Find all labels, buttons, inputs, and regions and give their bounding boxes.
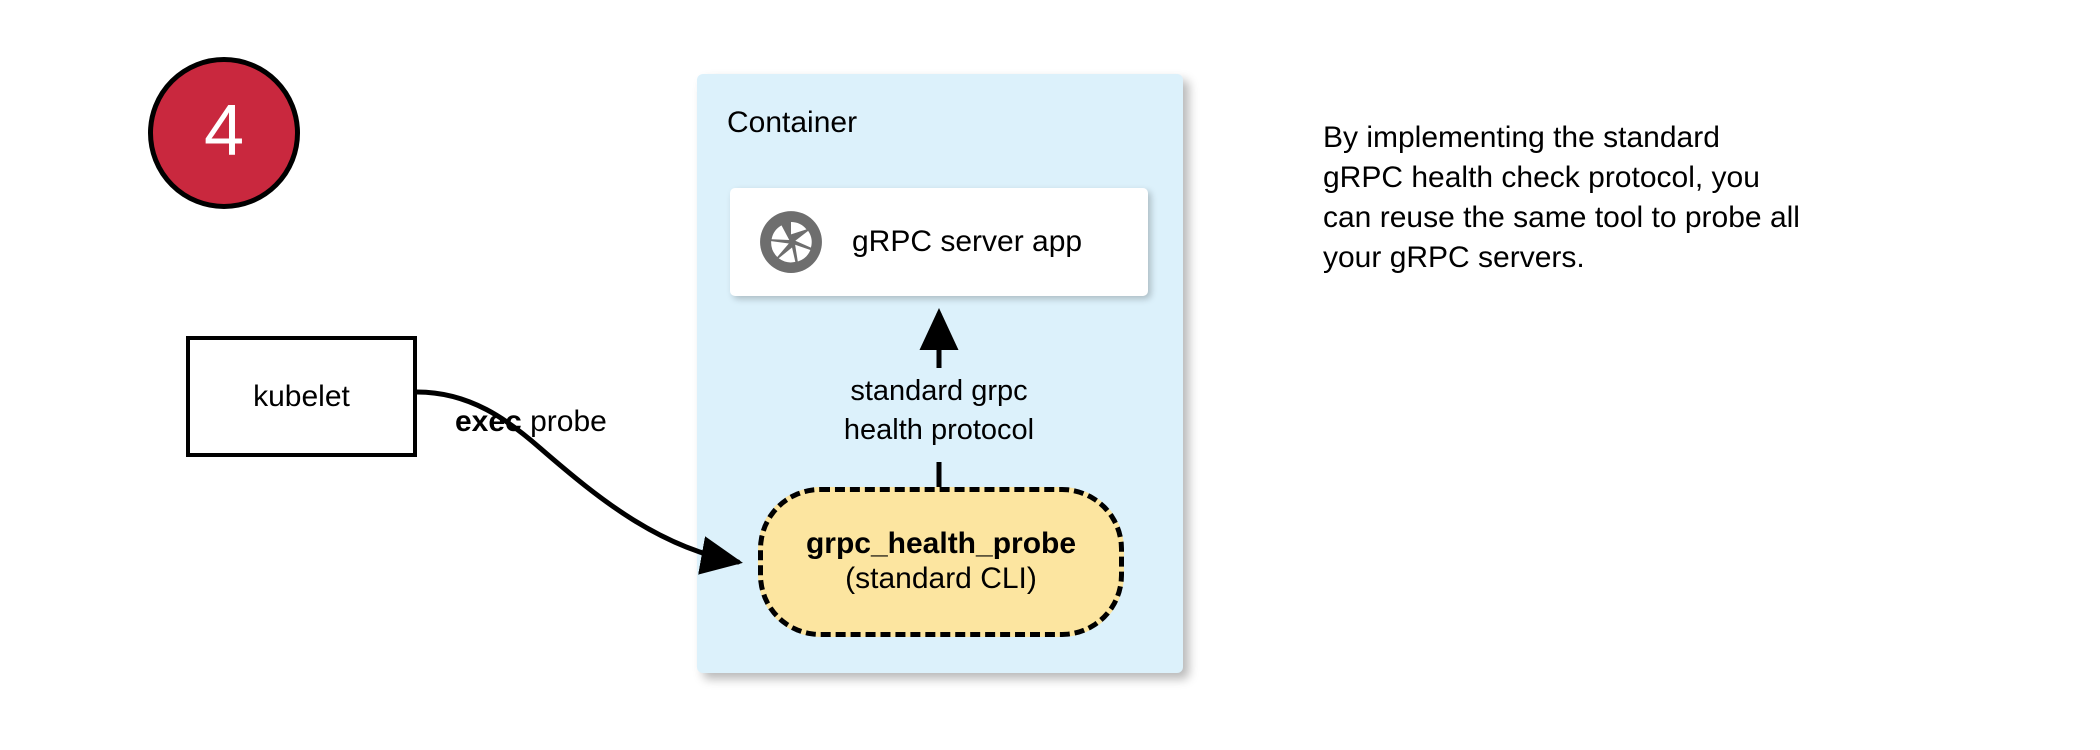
probe-title: grpc_health_probe <box>805 527 1077 561</box>
probe-subtitle: (standard CLI) <box>845 562 1037 595</box>
node-grpc-health-probe: grpc_health_probe (standard CLI) <box>758 487 1124 637</box>
edge-label-exec-probe: exec probe <box>455 405 607 439</box>
node-kubelet: kubelet <box>186 336 417 457</box>
container-label: Container <box>727 106 858 139</box>
exec-probe-strong: exec <box>455 405 522 438</box>
protocol-label-line-2: health protocol <box>843 413 1035 446</box>
annotation-line-3: can reuse the same tool to probe all <box>1323 200 1800 234</box>
annotation-line-2: gRPC health check protocol, you <box>1323 160 1760 194</box>
annotation-text: By implementing the standard gRPC health… <box>1323 118 1923 278</box>
aperture-icon <box>758 209 824 275</box>
exec-probe-rest: probe <box>521 405 607 438</box>
edge-label-health-protocol: standard grpc health protocol <box>824 372 1054 449</box>
grpc-server-app-label: gRPC server app <box>852 225 1083 258</box>
protocol-label-line-1: standard grpc <box>850 375 1028 407</box>
node-grpc-server-app: gRPC server app <box>730 188 1148 296</box>
annotation-line-1: By implementing the standard <box>1323 121 1720 154</box>
step-number-value: 4 <box>203 91 245 171</box>
step-number-badge: 4 <box>148 57 300 209</box>
annotation-line-4: your gRPC servers. <box>1323 240 1585 274</box>
kubelet-label: kubelet <box>253 379 350 413</box>
